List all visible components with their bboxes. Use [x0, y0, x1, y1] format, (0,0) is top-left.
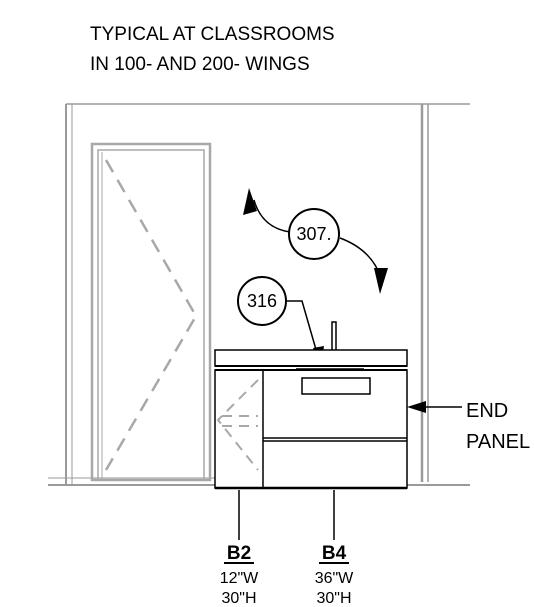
cabinet-b2-width: 12"W — [220, 570, 259, 587]
cabinet-b2-height: 30"H — [221, 590, 256, 607]
title-line-1: TYPICAL AT CLASSROOMS — [90, 24, 335, 45]
end-panel-callout: END PANEL — [407, 400, 530, 453]
cabinet-b4-code: B4 — [322, 543, 347, 564]
base-cabinets — [214, 369, 408, 490]
tag-316: 316 — [237, 276, 287, 326]
end-panel-label-1: END — [466, 400, 508, 422]
cabinet-b2-code: B2 — [227, 543, 251, 564]
tag-316-leader — [286, 300, 320, 361]
wall-outline — [65, 103, 470, 484]
tag-307: 307. — [288, 208, 340, 260]
cabinet-b4-label: B4 36"W 30"H — [315, 543, 354, 607]
door — [90, 142, 212, 482]
tag-316-text: 316 — [247, 291, 277, 311]
countertop — [214, 349, 408, 367]
cabinet-leaders — [238, 490, 335, 540]
arrowhead-down — [374, 268, 388, 294]
cabinet-b4-width: 36"W — [315, 570, 354, 587]
title-line-2: IN 100- AND 200- WINGS — [90, 54, 310, 75]
end-panel-label-2: PANEL — [466, 431, 530, 453]
tag-307-text: 307. — [296, 224, 331, 244]
arrowhead-up — [243, 188, 257, 215]
cabinet-b2-label: B2 12"W 30"H — [220, 543, 259, 607]
b2-door-swing — [216, 379, 259, 471]
cabinet-b4-height: 30"H — [316, 590, 351, 607]
